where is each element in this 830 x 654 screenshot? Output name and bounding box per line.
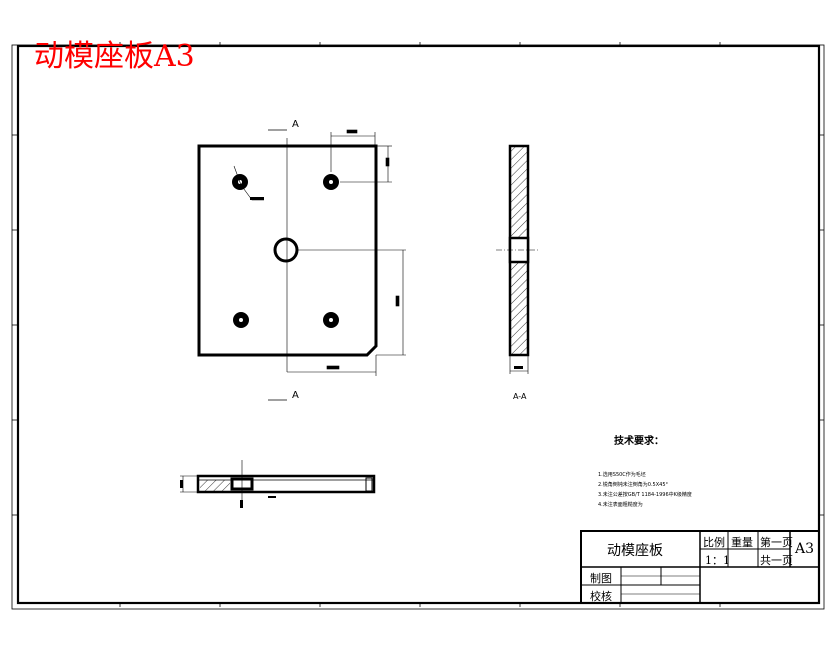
scale-label: 比例 — [703, 536, 725, 549]
center-hole — [273, 237, 299, 263]
screw-hole — [323, 312, 339, 328]
section-mark-bottom: A — [292, 390, 299, 401]
weight-label: 重量 — [731, 536, 753, 549]
paper-format: A3 — [795, 541, 815, 557]
drawing-title: 动模座板A3 — [34, 39, 195, 74]
section-view-aa — [496, 144, 540, 374]
tech-requirement-item: 4.未注表面粗糙度为 — [598, 502, 643, 508]
title-block — [580, 530, 820, 604]
bottom-view — [180, 460, 376, 508]
tech-requirement-item: 2.锐角倒钝未注倒角为0.5X45° — [598, 482, 669, 488]
checked-by-label: 校核 — [590, 590, 612, 603]
drawing-frame — [11, 42, 825, 610]
part-name: 动模座板 — [607, 543, 663, 559]
tech-requirements-heading: 技术要求： — [614, 436, 664, 447]
tech-requirement-item: 3.未注公差按GB/T 1184-1996中K级精度 — [598, 492, 692, 498]
front-view — [197, 129, 406, 401]
scale-value: 1：1 — [705, 554, 730, 567]
sheet-number-label: 第一页 — [760, 536, 793, 549]
section-mark-top: A — [292, 119, 299, 130]
section-view-label: A-A — [513, 392, 527, 401]
dimension-lines — [287, 129, 406, 376]
sheet-total-label: 共一页 — [760, 554, 793, 567]
drawn-by-label: 制图 — [590, 572, 612, 585]
tech-requirement-item: 1.选用S50C作为毛坯 — [598, 472, 646, 478]
screw-hole — [323, 174, 339, 190]
screw-hole — [233, 312, 249, 328]
